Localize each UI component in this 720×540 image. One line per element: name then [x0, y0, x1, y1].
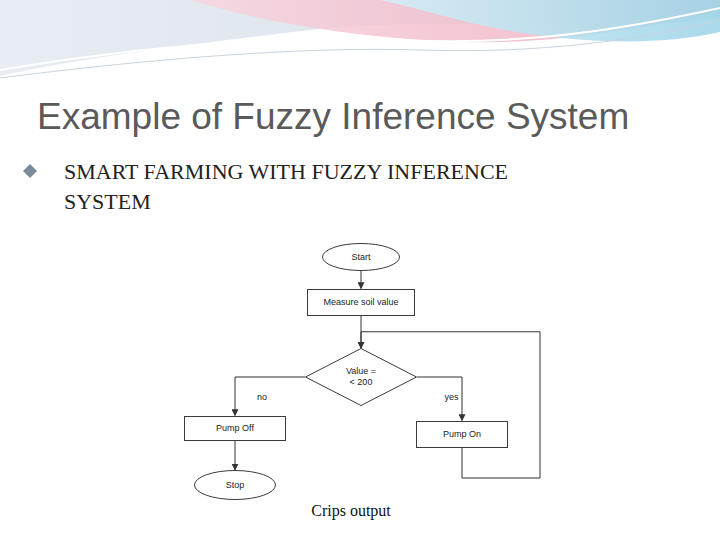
caption: Crips output: [311, 502, 391, 520]
oval-shape: [195, 471, 276, 500]
node-content: Value =< 200: [344, 366, 378, 388]
node-label: Stop: [226, 480, 245, 491]
flow-connector: [417, 377, 462, 421]
stop-terminal: Stop: [194, 470, 276, 500]
node-content: Start: [351, 252, 370, 263]
header-wave: [380, 0, 720, 41]
start-terminal: Start: [322, 243, 400, 271]
header-wave: [190, 0, 720, 42]
flow-connector: [235, 377, 305, 416]
branch-label: yes: [442, 392, 460, 402]
node-label: Value =< 200: [344, 366, 378, 388]
slide-title: Example of Fuzzy Inference System: [37, 96, 629, 138]
flow-connector: [235, 441, 236, 471]
node-content: Measure soil value: [323, 297, 398, 308]
node-label: Pump Off: [216, 423, 254, 434]
oval-shape: [323, 244, 400, 271]
diamond-shape: [306, 349, 417, 406]
process-box: Measure soil value: [307, 289, 415, 316]
header-wave: [0, 0, 720, 76]
node-content: Pump Off: [216, 423, 254, 434]
flow-connector: [361, 332, 540, 478]
process-box: Pump Off: [184, 416, 286, 441]
node-label: Measure soil value: [323, 297, 398, 308]
branch-label: no: [255, 392, 269, 402]
node-content: Stop: [226, 480, 245, 491]
decision-diamond: Value =< 200: [305, 348, 417, 406]
bullet-symbol: [23, 164, 37, 178]
node-content: Pump On: [443, 429, 481, 440]
bullet-text: SMART FARMING WITH FUZZY INFERENCE SYSTE…: [64, 157, 584, 216]
node-label: Start: [351, 252, 370, 263]
flow-connector: [361, 271, 362, 289]
header-line: [0, 20, 720, 78]
process-box: Pump On: [416, 421, 508, 448]
header-line: [0, 8, 720, 70]
node-label: Pump On: [443, 429, 481, 440]
